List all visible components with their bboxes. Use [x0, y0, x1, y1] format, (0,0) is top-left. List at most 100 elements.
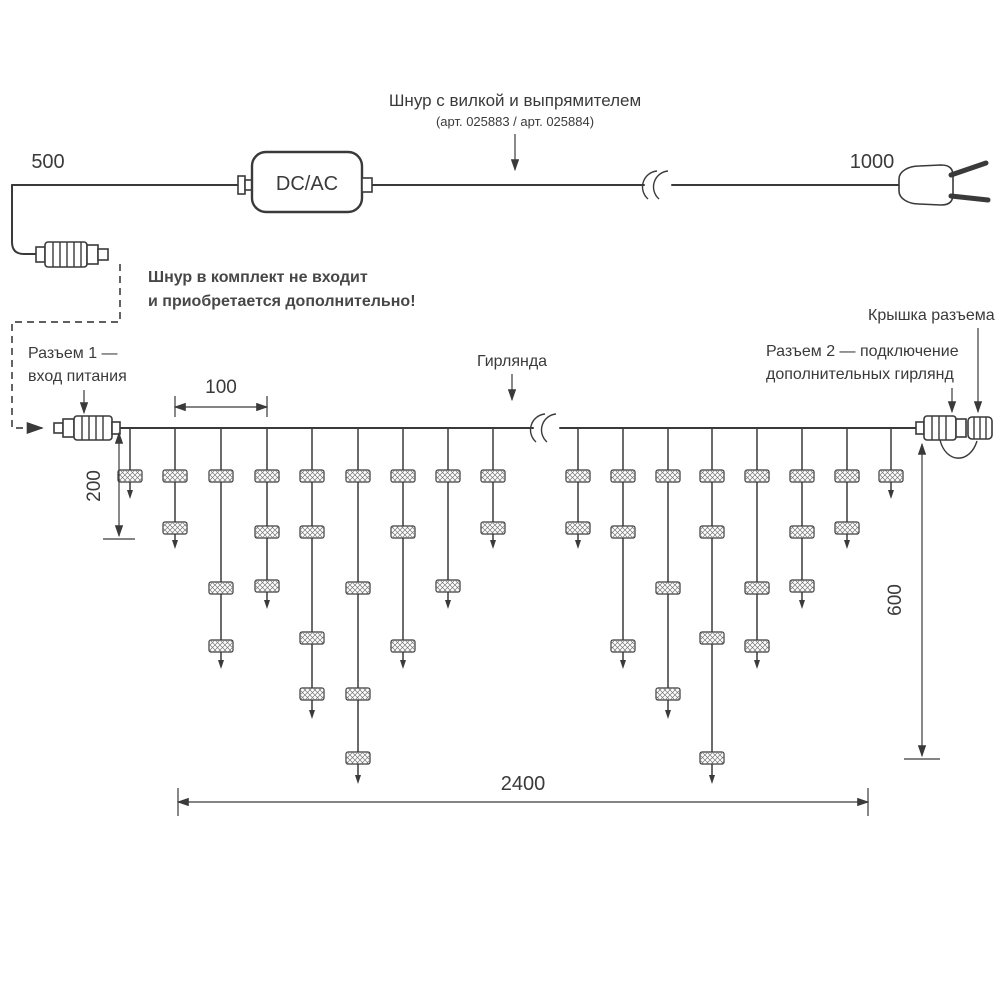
led-bulb-hatch [346, 752, 370, 764]
led-bulb-hatch [209, 582, 233, 594]
garland-input-connector [53, 415, 121, 441]
dcac-label: DC/AC [276, 173, 338, 195]
garland-drop [162, 428, 188, 549]
drop-tip [218, 660, 224, 669]
cord-break-mark [652, 170, 669, 200]
garland-output-connector [915, 415, 993, 459]
led-bulb-hatch [255, 526, 279, 538]
dimension-annotations: 100 200 600 2400 [84, 377, 940, 816]
led-bulb-hatch [700, 752, 724, 764]
led-bulb-hatch [255, 470, 279, 482]
dim-depth-min: 200 [84, 431, 135, 540]
plug-prong-top [948, 160, 989, 178]
dim-spacing: 100 [173, 377, 269, 417]
drop-tip [620, 660, 626, 669]
led-bulb-hatch [700, 632, 724, 644]
led-bulb-hatch [656, 582, 680, 594]
led-bulb-hatch [566, 470, 590, 482]
led-bulb-hatch [391, 640, 415, 652]
garland-drop [610, 428, 636, 669]
led-bulb-hatch [481, 470, 505, 482]
connector2-label-line2: дополнительных гирлянд [766, 366, 954, 383]
cord-break-mark [641, 170, 658, 200]
led-bulb-hatch [481, 522, 505, 534]
led-bulb-hatch [835, 522, 859, 534]
garland-drop [834, 428, 860, 549]
led-bulb-hatch [209, 470, 233, 482]
led-bulb-hatch [118, 470, 142, 482]
led-bulb-hatch [163, 470, 187, 482]
garland-drop [117, 428, 143, 499]
drop-tip [799, 600, 805, 609]
dim-depth-min-value: 200 [84, 470, 105, 502]
garland-break-mark [540, 413, 557, 443]
led-bulb-hatch [879, 470, 903, 482]
led-bulb-hatch [436, 470, 460, 482]
cord-output-connector [35, 241, 109, 268]
led-bulb-hatch [745, 470, 769, 482]
cap-leash [939, 439, 978, 459]
led-bulb-hatch [346, 470, 370, 482]
garland-label: Гирлянда [477, 353, 547, 370]
drop-tip [844, 540, 850, 549]
led-bulb-hatch [611, 526, 635, 538]
drop-tip [445, 600, 451, 609]
garland-drop [390, 428, 416, 669]
led-bulb-hatch [300, 526, 324, 538]
led-bulb-hatch [391, 526, 415, 538]
led-bulb-hatch [209, 640, 233, 652]
drop-tip [309, 710, 315, 719]
drop-tip [665, 710, 671, 719]
garland-drop [789, 428, 815, 609]
drop-tip [127, 490, 133, 499]
led-bulb-hatch [300, 470, 324, 482]
dim-depth-max: 600 [885, 442, 940, 760]
callouts: Разъем 1 — вход питания Гирлянда Разъем … [28, 307, 995, 415]
dcac-converter: DC/AC [237, 150, 373, 214]
garland-drop [345, 428, 371, 784]
led-bulb-hatch [163, 522, 187, 534]
led-bulb-hatch [745, 582, 769, 594]
led-bulb-hatch [391, 470, 415, 482]
led-bulb-hatch [700, 470, 724, 482]
not-included-note-line2: и приобретается дополнительно! [148, 293, 416, 310]
cord-subtitle: (арт. 025883 / арт. 025884) [436, 114, 594, 129]
led-bulb-hatch [300, 632, 324, 644]
dim-cord-left: 500 [31, 151, 64, 173]
led-bulb-hatch [790, 580, 814, 592]
led-bulb-hatch [790, 526, 814, 538]
connector1-label-line1: Разъем 1 — [28, 345, 118, 362]
dim-spacing-value: 100 [205, 377, 237, 398]
drop-tip [400, 660, 406, 669]
drop-tip [754, 660, 760, 669]
garland-drop [744, 428, 770, 669]
dim-total-length: 2400 [176, 773, 870, 816]
led-bulb-hatch [745, 640, 769, 652]
cord-wire-down [11, 184, 37, 255]
garland-drop [699, 428, 725, 784]
garland-drop [655, 428, 681, 719]
cap-label: Крышка разъема [868, 307, 995, 324]
led-bulb-hatch [656, 470, 680, 482]
garland-drop [878, 428, 904, 499]
led-bulb-hatch [566, 522, 590, 534]
garland-drop [208, 428, 234, 669]
connector-cap [967, 416, 993, 440]
drop-tip [490, 540, 496, 549]
connector2-label-line1: Разъем 2 — подключение [766, 343, 959, 360]
power-cord-section: Шнур с вилкой и выпрямителем (арт. 02588… [11, 91, 991, 434]
drop-tip [355, 775, 361, 784]
led-bulb-hatch [346, 688, 370, 700]
cord-title: Шнур с вилкой и выпрямителем [389, 91, 641, 110]
garland-drop [435, 428, 461, 609]
led-bulb-hatch [436, 580, 460, 592]
led-bulb-hatch [346, 582, 370, 594]
drop-tip [709, 775, 715, 784]
plug-prong-bottom [948, 193, 991, 203]
not-included-note-line1: Шнур в комплект не входит [148, 269, 368, 286]
garland-drop [480, 428, 506, 549]
dim-total-length-value: 2400 [501, 773, 546, 795]
dashed-connection-path [11, 264, 121, 434]
